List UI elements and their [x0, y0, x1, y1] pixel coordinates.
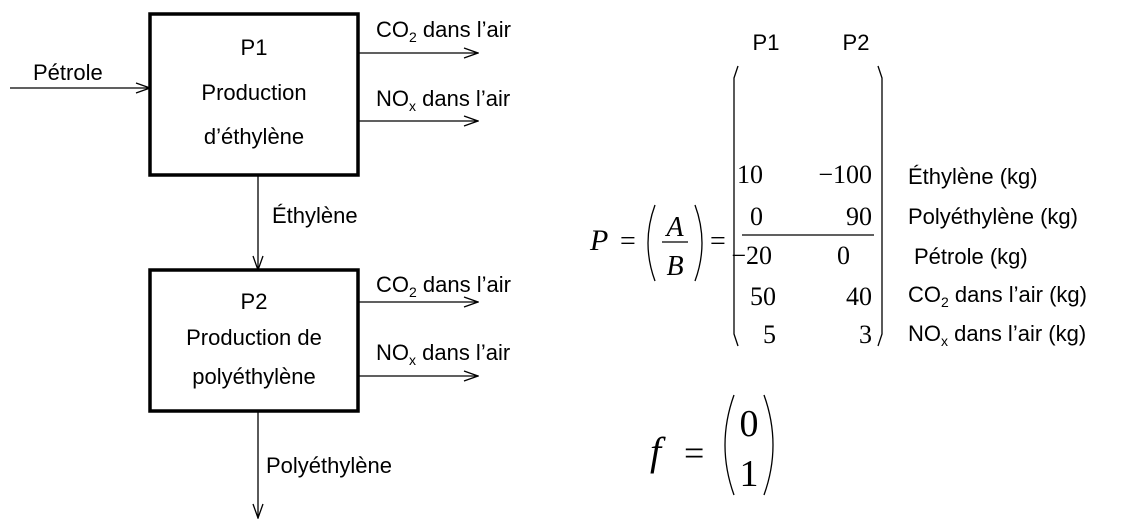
p1-code: P1 [241, 35, 268, 60]
matrix-cell: 90 [846, 202, 872, 231]
p1-co2-label: CO2 dans l’air [376, 17, 511, 45]
p2-name-line2: polyéthylène [192, 364, 316, 389]
ethylene-link-label: Éthylène [272, 203, 358, 228]
p2-name-line1: Production de [186, 325, 322, 350]
matrix-equals-2: = [710, 226, 726, 257]
matrix-cell: −20 [731, 241, 772, 270]
matrix-cell: 5 [763, 320, 776, 349]
matrix-cell: 40 [846, 282, 872, 311]
matrix-right-paren [877, 65, 883, 347]
ab-left-paren [647, 204, 656, 282]
matrix-cell: 10 [737, 160, 763, 189]
p2-co2-label: CO2 dans l’air [376, 272, 511, 300]
polyethylene-output-label: Polyéthylène [266, 453, 392, 478]
matrix-equals-1: = [620, 226, 636, 257]
matrix-row-label: Pétrole (kg) [914, 244, 1028, 269]
matrix-cell: 0 [750, 202, 763, 231]
matrix-row-label: CO2 dans l’air (kg) [908, 282, 1087, 310]
matrix-left-paren [733, 65, 739, 347]
matrix-symbol: P [589, 224, 608, 257]
p1-name-line2: d’éthylène [204, 124, 304, 149]
block-a-symbol: A [664, 212, 684, 243]
matrix-column-header-p2: P2 [843, 30, 870, 55]
process-box-p1 [148, 12, 360, 177]
matrix-row-label: Éthylène (kg) [908, 164, 1038, 189]
petrole-input-label: Pétrole [33, 60, 103, 85]
matrix-cell: −100 [818, 160, 872, 189]
p1-name-line1: Production [201, 80, 306, 105]
vector-left-paren [724, 394, 735, 496]
demand-vector: f = 0 1 [650, 394, 774, 496]
matrix-cell: 0 [837, 241, 850, 270]
matrix-row-label: NOx dans l’air (kg) [908, 321, 1086, 349]
p2-nox-label: NOx dans l’air [376, 340, 510, 368]
vector-value: 1 [740, 453, 759, 495]
matrix-cell: 3 [859, 320, 872, 349]
p2-code: P2 [241, 289, 268, 314]
vector-equals: = [684, 433, 704, 473]
vector-right-paren [763, 394, 774, 496]
matrix-row-label: Polyéthylène (kg) [908, 204, 1078, 229]
p1-nox-label: NOx dans l’air [376, 86, 510, 114]
process-flow-diagram: Pétrole P1 Production d’éthylène CO2 dan… [10, 12, 511, 518]
block-b-symbol: B [666, 251, 683, 282]
vector-symbol: f [650, 429, 666, 474]
matrix-cell: 50 [750, 282, 776, 311]
vector-value: 0 [740, 403, 759, 445]
ab-right-paren [694, 204, 703, 282]
matrix-column-header-p1: P1 [753, 30, 780, 55]
technology-matrix: P1 P2 P = A B = 10 −100 0 90 −20 0 50 40… [589, 30, 1087, 349]
process-box-p2 [148, 268, 360, 413]
